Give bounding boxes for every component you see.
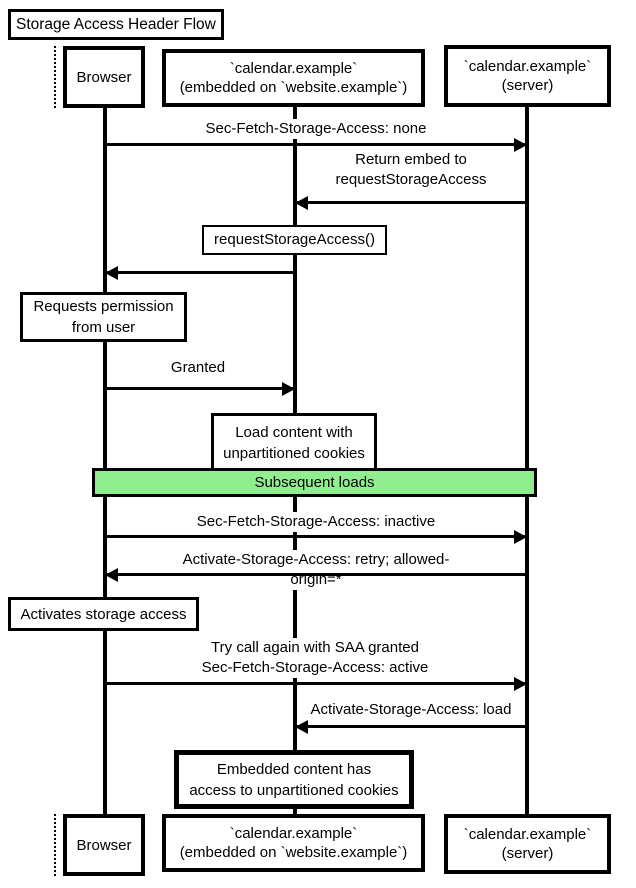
- message-label-return-embed: Return embed to requestStorageAccess: [332, 150, 490, 190]
- message-label-sec-fetch-none: Sec-Fetch-Storage-Access: none: [202, 119, 430, 139]
- actor-browser-bottom: Browser: [63, 814, 145, 876]
- note-activates-storage-access: Activates storage access: [8, 597, 199, 631]
- actor-embedded-bottom: `calendar.example` (embedded on `website…: [162, 814, 425, 872]
- message-arrow-activate-retry: [105, 568, 527, 582]
- message-label-activate-retry: Activate-Storage-Access: retry; allowed-…: [156, 550, 476, 590]
- message-label-activate-load: Activate-Storage-Access: load: [307, 700, 515, 720]
- lifeline-server: [525, 106, 529, 815]
- message-arrow-activate-load: [295, 720, 527, 734]
- message-arrow-sec-fetch-none: [105, 138, 527, 152]
- message-arrow-return-embed: [295, 196, 527, 210]
- message-label-granted: Granted: [167, 358, 229, 378]
- message-label-request-storage-access: requestStorageAccess(): [202, 225, 387, 255]
- message-arrow-try-again-active: [105, 677, 527, 691]
- browser-box-dotted-edge: [54, 46, 56, 108]
- message-label-try-again-active: Try call again with SAA granted Sec-Fetc…: [198, 638, 432, 678]
- lifeline-browser: [103, 107, 107, 815]
- message-arrow-request-storage-access: [105, 266, 295, 280]
- actor-embedded-top: `calendar.example` (embedded on `website…: [162, 49, 425, 107]
- diagram-title: Storage Access Header Flow: [8, 9, 224, 40]
- browser-box-dotted-edge-bottom: [54, 814, 56, 876]
- note-load-content: Load content with unpartitioned cookies: [211, 413, 377, 472]
- actor-server-bottom: `calendar.example` (server): [444, 814, 611, 874]
- actor-browser-top: Browser: [63, 46, 145, 108]
- note-requests-permission: Requests permission from user: [20, 292, 187, 342]
- message-arrow-sec-fetch-inactive: [105, 530, 527, 544]
- actor-server-top: `calendar.example` (server): [444, 45, 611, 107]
- message-label-sec-fetch-inactive: Sec-Fetch-Storage-Access: inactive: [193, 512, 439, 532]
- message-arrow-granted: [105, 382, 295, 396]
- subsequent-loads-band: Subsequent loads: [92, 468, 537, 497]
- note-embedded-content-access: Embedded content has access to unpartiti…: [174, 750, 414, 809]
